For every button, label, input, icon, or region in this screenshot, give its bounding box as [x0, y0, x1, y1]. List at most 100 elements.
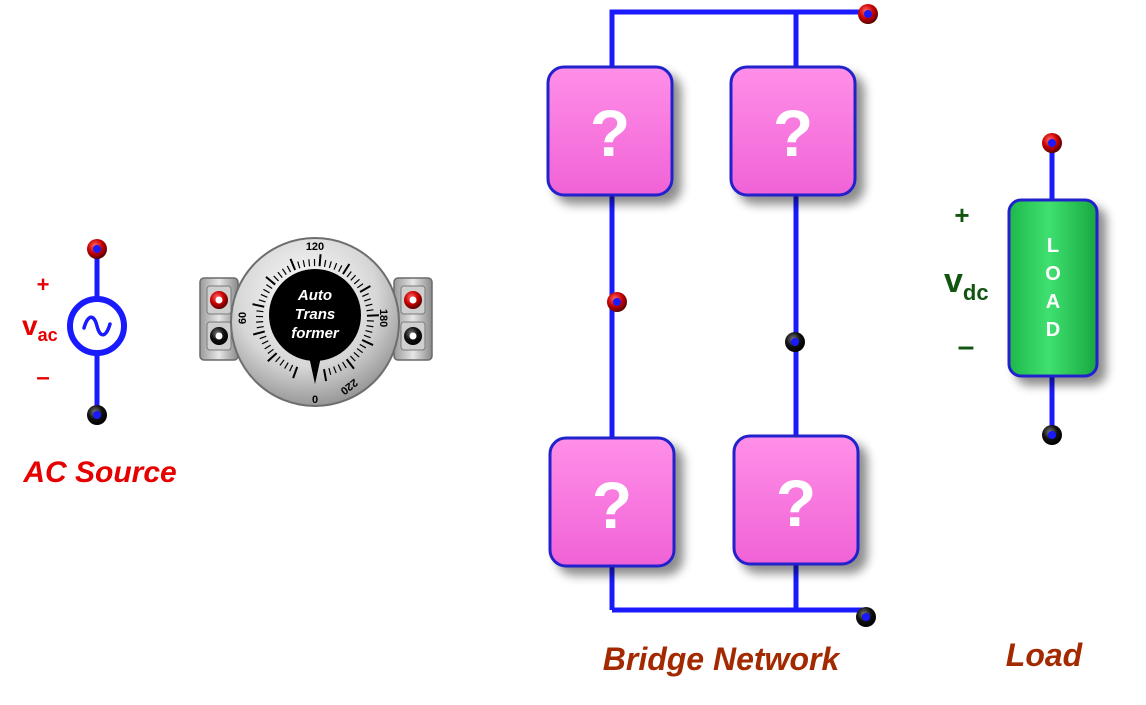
dial-tick [252, 330, 266, 336]
dial-tick [256, 325, 264, 329]
autotransformer: Auto Trans former 120 60 180 220 0 [199, 237, 433, 407]
dial-tick [353, 278, 360, 285]
source-minus-sign: – [36, 364, 49, 391]
dial-tick [256, 310, 264, 313]
bridge-output-negative-terminal[interactable] [856, 607, 876, 627]
scale-label-60: 60 [237, 312, 249, 324]
dial-tick [318, 254, 322, 267]
dial-tick [333, 366, 337, 374]
dial-tick [359, 285, 371, 293]
dial-tick [263, 288, 270, 294]
load-minus-sign: – [958, 330, 975, 363]
dial-tick [261, 340, 269, 345]
bridge-left-and-top-wire [609, 9, 868, 610]
load-caption: Load [1006, 637, 1084, 673]
load-voltage-label: vdc [944, 262, 989, 305]
bridge-ac-input-black-terminal[interactable] [785, 332, 805, 352]
dial-tick [366, 325, 374, 328]
dial-tick [252, 303, 265, 308]
scale-label-180: 180 [377, 309, 389, 327]
dial-tick [297, 261, 301, 269]
dial-tick [323, 369, 328, 382]
autotransformer-pointer [308, 352, 322, 384]
load-positive-terminal[interactable] [1042, 133, 1062, 153]
autotransformer-label-line3: former [291, 325, 340, 342]
load-letter-3: A [1046, 291, 1060, 313]
dial-tick [366, 309, 374, 312]
bridge-element-top-left[interactable]: ? [546, 65, 674, 197]
bridge-ac-input-red-terminal[interactable] [607, 292, 627, 312]
sine-wave-icon [82, 315, 112, 337]
dial-tick [267, 352, 278, 362]
unknown-symbol: ? [590, 96, 630, 170]
dial-tick [362, 292, 369, 297]
dial-tick [359, 343, 367, 349]
dial-tick [356, 283, 364, 289]
dial-tick [275, 356, 281, 363]
load-letter-2: O [1045, 263, 1061, 285]
dial-tick [365, 303, 373, 307]
dial-tick [264, 344, 271, 350]
unknown-symbol: ? [776, 466, 816, 540]
dial-tick [361, 339, 374, 346]
dial-tick [265, 276, 276, 286]
ac-source-caption: AC Source [22, 456, 176, 489]
dial-tick [281, 268, 287, 275]
dial-tick [365, 329, 373, 333]
unknown-symbol: ? [592, 468, 632, 542]
autotransformer-right-bracket [393, 277, 433, 361]
bridge-element-top-right[interactable]: ? [729, 65, 857, 197]
scale-label-0: 0 [312, 394, 318, 406]
load-box[interactable] [1007, 198, 1099, 378]
dial-tick [350, 274, 357, 281]
source-plus-sign: + [37, 272, 50, 297]
bridge-element-bottom-left[interactable]: ? [548, 436, 676, 568]
dial-tick [338, 265, 343, 272]
source-negative-terminal[interactable] [87, 405, 107, 425]
autotransformer-scale-ticks [252, 254, 379, 382]
source-positive-terminal[interactable] [87, 239, 107, 259]
dial-tick [258, 299, 266, 303]
autotransformer-left-bracket [199, 277, 239, 361]
dial-tick [345, 358, 355, 370]
dial-tick [350, 355, 356, 362]
dial-tick [342, 361, 347, 369]
bridge-network-caption: Bridge Network [603, 641, 842, 677]
autotransformer-output-black-terminal[interactable] [400, 321, 426, 351]
autotransformer-knob[interactable] [269, 269, 361, 361]
ac-source: + – vac AC Source [22, 239, 177, 489]
dial-tick [328, 261, 332, 269]
dial-tick [289, 364, 294, 372]
dial-tick [333, 262, 338, 270]
dial-tick [302, 260, 306, 268]
dial-tick [277, 271, 283, 278]
dial-tick [337, 364, 342, 372]
dial-tick [279, 359, 285, 366]
autotransformer-label-line1: Auto [297, 287, 332, 304]
dial-tick [346, 271, 352, 278]
dial-tick [308, 259, 311, 267]
bridge-output-positive-terminal[interactable] [858, 4, 878, 24]
dial-tick [292, 366, 299, 379]
dial-tick [286, 265, 292, 273]
dial-tick [259, 335, 267, 340]
dial-tick [284, 362, 289, 369]
dial-tick [328, 367, 332, 376]
autotransformer-input-black-terminal[interactable] [206, 321, 232, 351]
dial-tick [363, 334, 371, 339]
autotransformer-input-red-terminal[interactable] [206, 285, 232, 315]
load-negative-terminal[interactable] [1042, 425, 1062, 445]
dial-tick [342, 263, 351, 275]
dial-tick [356, 348, 364, 354]
load-letter-4: D [1046, 319, 1060, 341]
load-plus-sign: + [954, 200, 969, 230]
load-letter-1: L [1047, 235, 1059, 257]
dial-tick [266, 284, 273, 290]
bridge-element-bottom-right[interactable]: ? [732, 434, 860, 566]
dial-tick [289, 258, 297, 271]
dial-tick [260, 293, 268, 298]
dial-tick [366, 314, 379, 317]
autotransformer-output-red-terminal[interactable] [400, 285, 426, 315]
dial-tick [267, 348, 274, 354]
